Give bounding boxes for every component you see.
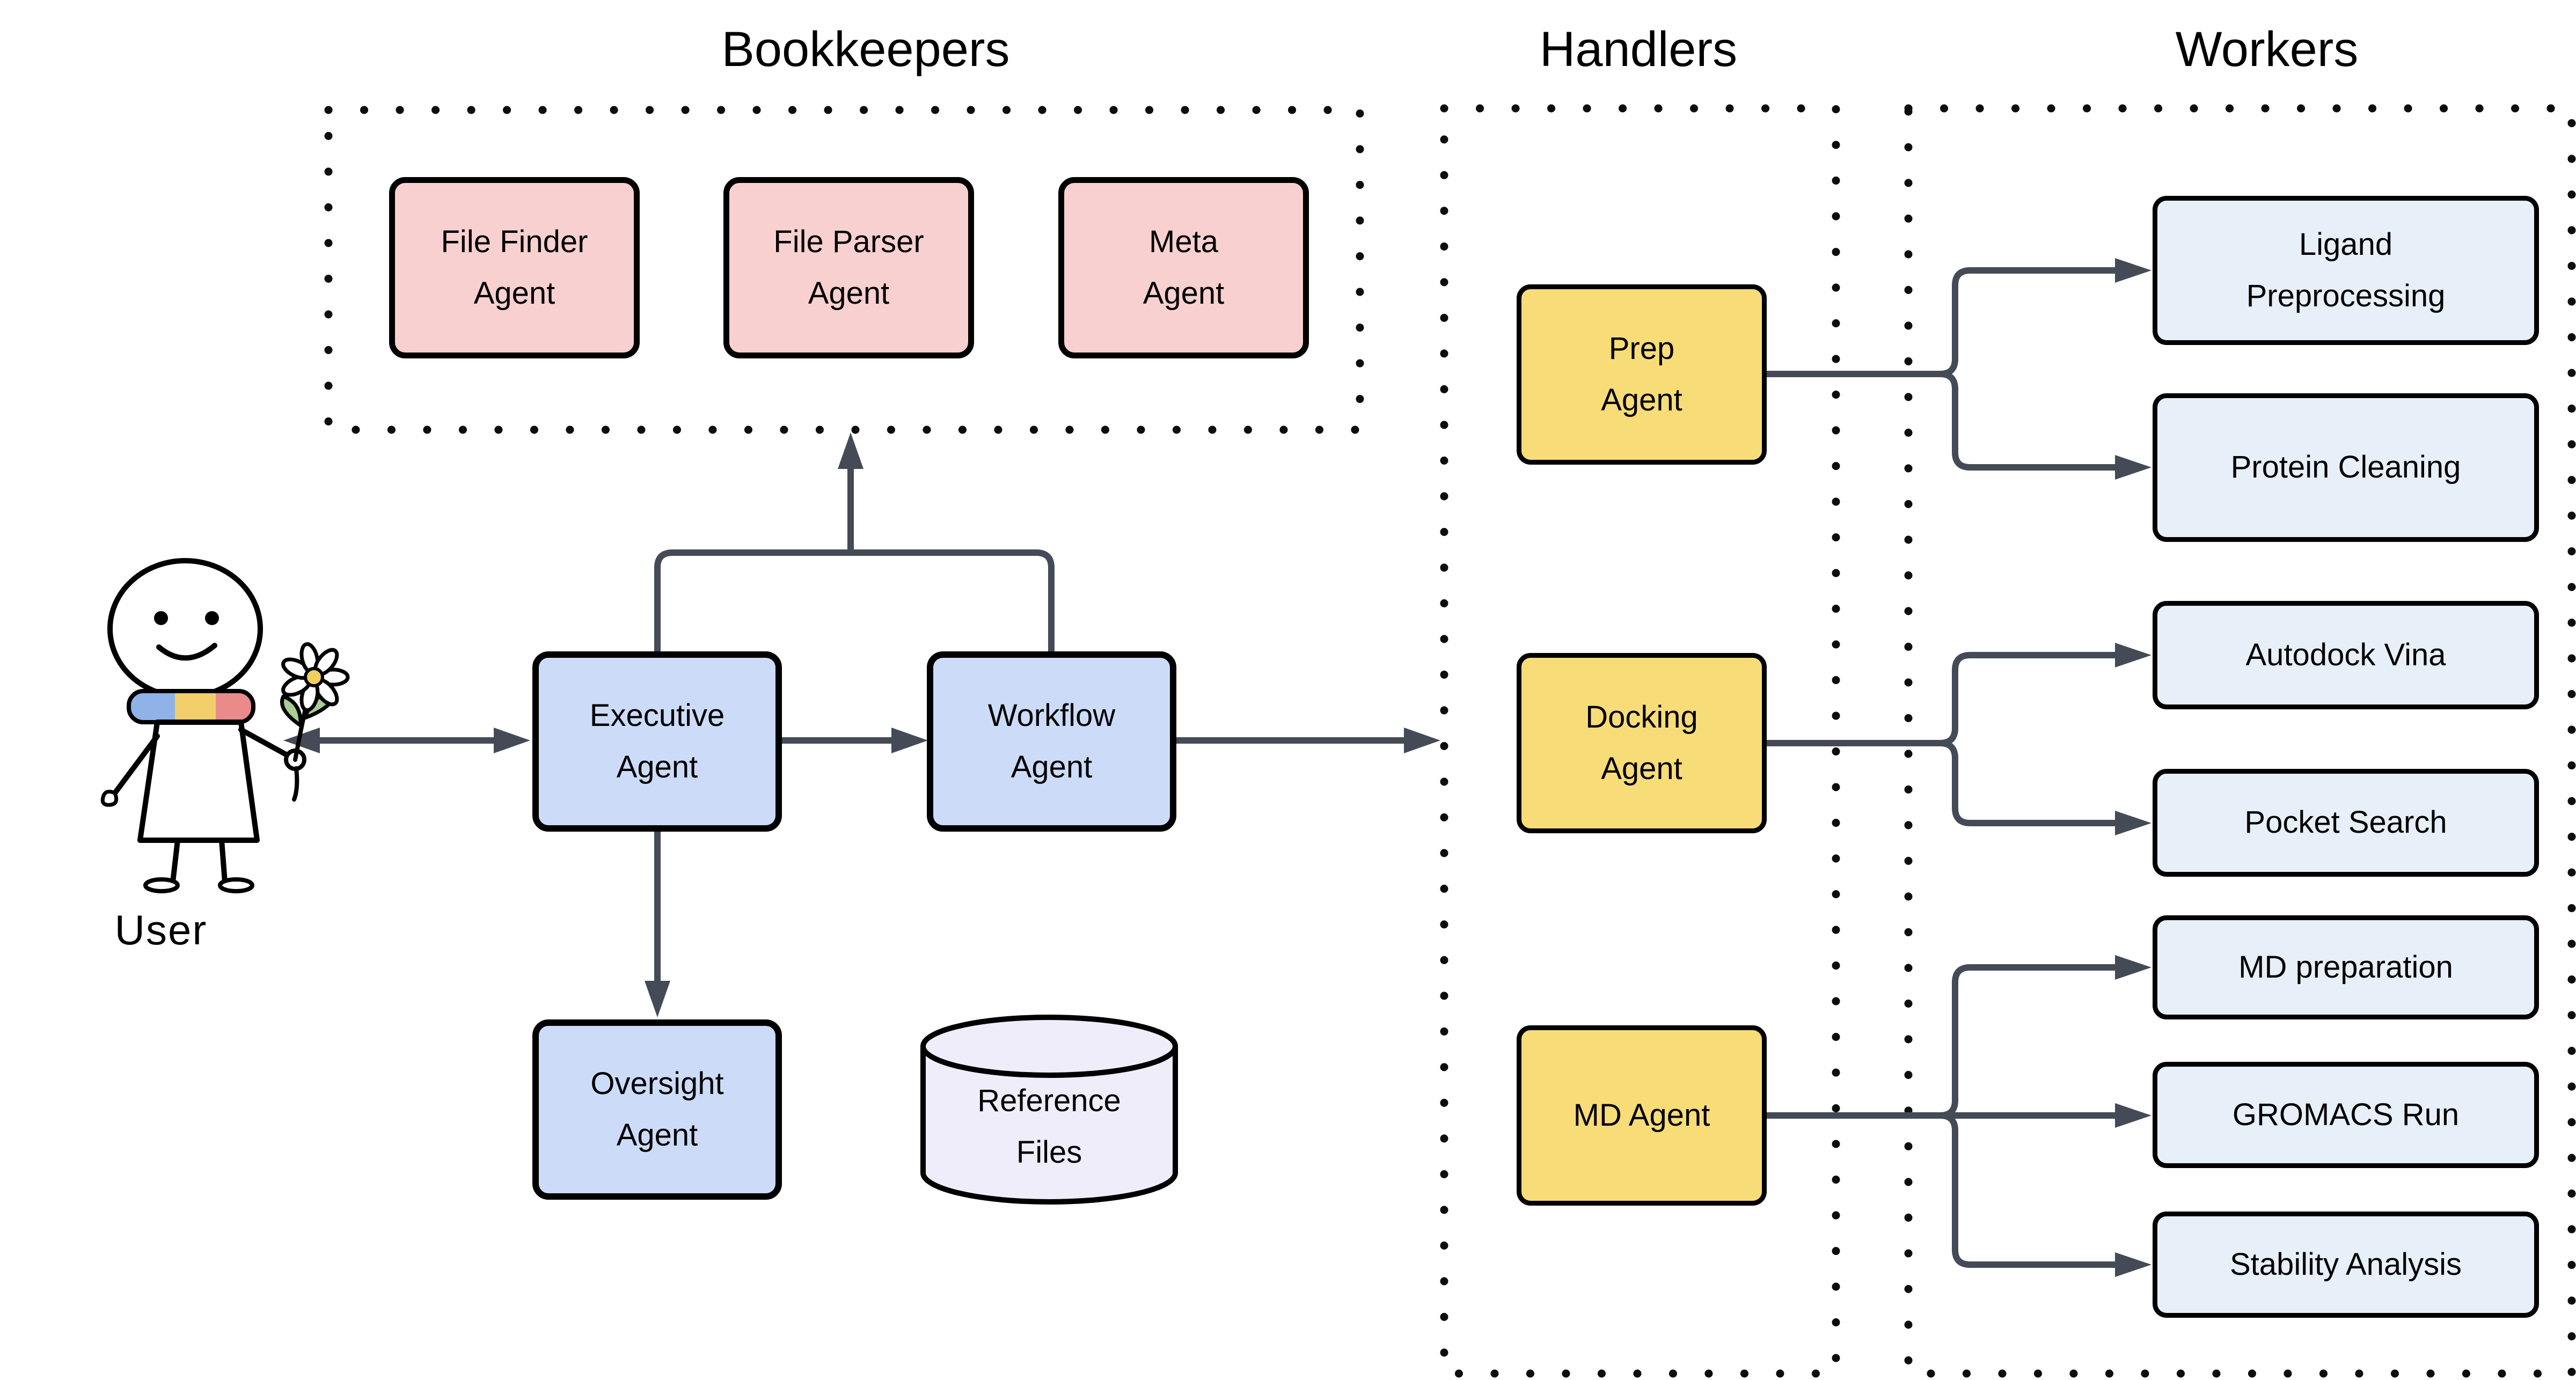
node-meta-agent: Meta Agent xyxy=(1058,177,1309,358)
arrowhead-to-autodock xyxy=(2115,643,2151,667)
node-label-line: Stability Analysis xyxy=(2230,1246,2462,1282)
arrowhead-to-gromacs xyxy=(2115,1103,2151,1128)
diagram-arrowheads xyxy=(283,258,2151,1277)
node-md-agent: MD Agent xyxy=(1517,1025,1767,1206)
node-label-line: Agent xyxy=(616,750,698,784)
node-label-line: Agent xyxy=(1011,750,1093,784)
edge-prep-protein xyxy=(1767,371,2116,471)
user-leg-right xyxy=(219,838,228,885)
reference-files-cylinder xyxy=(920,1015,1178,1205)
node-docking-agent: Docking Agent xyxy=(1517,653,1767,833)
node-label-line: Agent xyxy=(1601,383,1682,417)
arrowhead-to-handlers xyxy=(1404,728,1440,753)
node-label-line: File Parser xyxy=(773,224,924,259)
user-figure xyxy=(100,558,350,893)
user-hand-left xyxy=(100,789,119,807)
bookkeepers-title: Bookkeepers xyxy=(721,22,1010,77)
user-leg-left xyxy=(170,838,180,885)
node-autodock-vina: Autodock Vina xyxy=(2153,601,2539,709)
node-label-line: Executive xyxy=(589,698,725,733)
edge-md-stability xyxy=(1767,1112,2116,1268)
flower-leaf-left xyxy=(280,694,303,728)
node-workflow-agent: Workflow Agent xyxy=(927,651,1176,832)
cylinder-body xyxy=(920,1046,1178,1205)
user-eye-right xyxy=(205,611,219,625)
user-foot-left xyxy=(143,877,180,893)
dotted-borders xyxy=(324,104,2576,1378)
user-arm-right xyxy=(238,727,292,759)
user-arm-left xyxy=(112,733,160,796)
arrowhead-to-oversight xyxy=(645,981,670,1017)
arrowhead-to-stability xyxy=(2115,1252,2151,1277)
node-label-line: MD Agent xyxy=(1573,1097,1710,1133)
node-label-line: Agent xyxy=(808,276,890,311)
user-dress xyxy=(137,720,260,843)
node-label-line: Preprocessing xyxy=(2246,278,2446,313)
node-label-line: File Finder xyxy=(441,224,588,259)
node-reference-files: Reference Files xyxy=(923,1060,1175,1194)
node-label-line: Prep xyxy=(1608,331,1675,366)
user-smile xyxy=(156,643,217,661)
user-eye-left xyxy=(154,611,168,625)
node-gromacs-run: GROMACS Run xyxy=(2153,1062,2539,1168)
node-label-line: Ligand xyxy=(2299,226,2393,262)
edge-bracket-bookkeepers xyxy=(654,549,1055,651)
user-head xyxy=(107,558,263,700)
node-stability-analysis: Stability Analysis xyxy=(2153,1212,2539,1318)
node-label-line: Protein Cleaning xyxy=(2230,450,2461,485)
node-label-line: Reference xyxy=(977,1083,1121,1118)
arrowhead-to-mdprep xyxy=(2115,955,2151,980)
node-label-line: Agent xyxy=(616,1118,698,1153)
node-md-preparation: MD preparation xyxy=(2153,915,2539,1019)
node-label-line: Agent xyxy=(1143,276,1225,311)
arrowhead-to-protein xyxy=(2115,455,2151,480)
node-protein-cleaning: Protein Cleaning xyxy=(2153,393,2539,542)
user-foot-right xyxy=(218,877,254,893)
scarf-band-red xyxy=(216,691,253,722)
node-label-line: GROMACS Run xyxy=(2232,1097,2460,1132)
arrowhead-to-pocket xyxy=(2115,811,2151,835)
arrowhead-to-ligand xyxy=(2115,258,2151,283)
node-prep-agent: Prep Agent xyxy=(1517,284,1767,465)
node-oversight-agent: Oversight Agent xyxy=(532,1019,782,1200)
cylinder-top xyxy=(920,1015,1178,1078)
handlers-dotted-border xyxy=(1440,104,1840,1378)
flower-center xyxy=(304,667,324,687)
edge-prep-ligand xyxy=(1767,267,2116,377)
node-file-parser-agent: File Parser Agent xyxy=(723,177,974,358)
edge-docking-autodock xyxy=(1767,652,2116,746)
node-label-line: Workflow xyxy=(987,698,1116,733)
workers-title: Workers xyxy=(2175,22,2359,77)
user-label: User xyxy=(114,906,208,953)
edge-md-mdprep xyxy=(1767,964,2116,1119)
node-label-line: Oversight xyxy=(590,1066,724,1101)
node-label-line: MD preparation xyxy=(2238,949,2453,985)
node-label-line: Meta xyxy=(1149,224,1218,259)
node-label-line: Autodock Vina xyxy=(2245,637,2446,672)
scarf-band-yellow xyxy=(175,691,216,722)
arrowhead-to-executive xyxy=(494,728,530,753)
node-label-line: Files xyxy=(1016,1135,1082,1170)
node-pocket-search: Pocket Search xyxy=(2153,769,2539,877)
arrowhead-to-user xyxy=(283,728,320,753)
node-executive-agent: Executive Agent xyxy=(532,651,782,832)
node-label-line: Docking xyxy=(1585,699,1698,735)
node-ligand-preprocessing: Ligand Preprocessing xyxy=(2153,196,2539,345)
edge-docking-pocket xyxy=(1767,740,2116,826)
diagram-edges xyxy=(318,267,2116,1268)
handlers-title: Handlers xyxy=(1539,22,1738,77)
arrowhead-to-bookkeepers xyxy=(838,432,863,469)
arrowhead-to-workflow xyxy=(891,728,928,753)
node-label-line: Agent xyxy=(1601,751,1682,786)
node-label-line: Pocket Search xyxy=(2244,805,2447,840)
node-label-line: Agent xyxy=(473,276,555,311)
node-file-finder-agent: File Finder Agent xyxy=(389,177,640,358)
